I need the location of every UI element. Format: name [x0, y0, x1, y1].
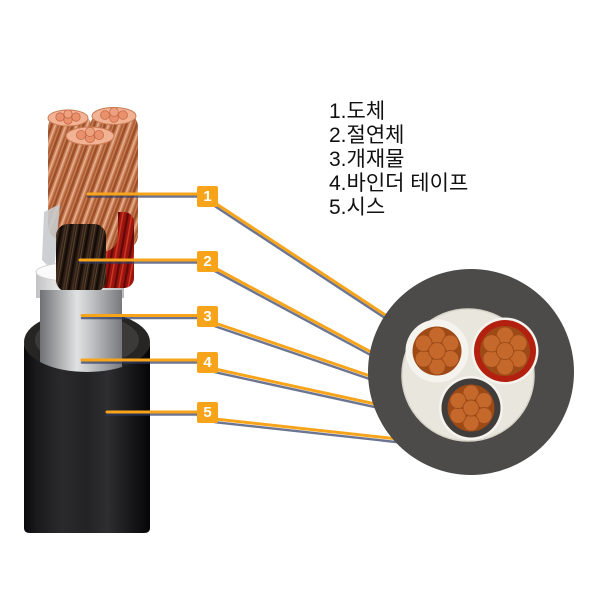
callout-box-5: 5 — [197, 402, 218, 423]
cross-section-view — [368, 269, 574, 475]
legend-item-4: 4.바인더 테이프 — [329, 172, 469, 195]
legend-item-2: 2.절연체 — [329, 124, 405, 147]
sheath-body — [24, 342, 150, 533]
copper-strand-ends-right — [91, 107, 137, 125]
legend-item-3: 3.개재물 — [329, 148, 405, 171]
cable-illustration — [24, 107, 150, 533]
legend-item-5: 5.시스 — [329, 196, 386, 219]
leader-diagonal-5 — [213, 417, 418, 443]
callout-box-3: 3 — [197, 306, 218, 327]
cross-section-conductor-red — [471, 317, 539, 385]
copper-strand-ends-left — [47, 109, 89, 127]
callout-box-2: 2 — [197, 251, 218, 272]
legend-item-1: 1.도체 — [329, 100, 386, 123]
insulated-conductors — [56, 126, 134, 292]
cross-section-conductor-dark — [439, 376, 503, 440]
cross-section-conductor-white — [405, 319, 469, 383]
legend: 1.도체 2.절연체 3.개재물 4.바인더 테이프 5.시스 — [329, 100, 468, 220]
callout-box-1: 1 — [197, 186, 218, 207]
callout-box-4: 4 — [197, 352, 218, 373]
insulated-conductor-dark — [56, 224, 106, 292]
copper-conductor-front — [64, 130, 118, 252]
tape-sliver — [42, 204, 60, 272]
